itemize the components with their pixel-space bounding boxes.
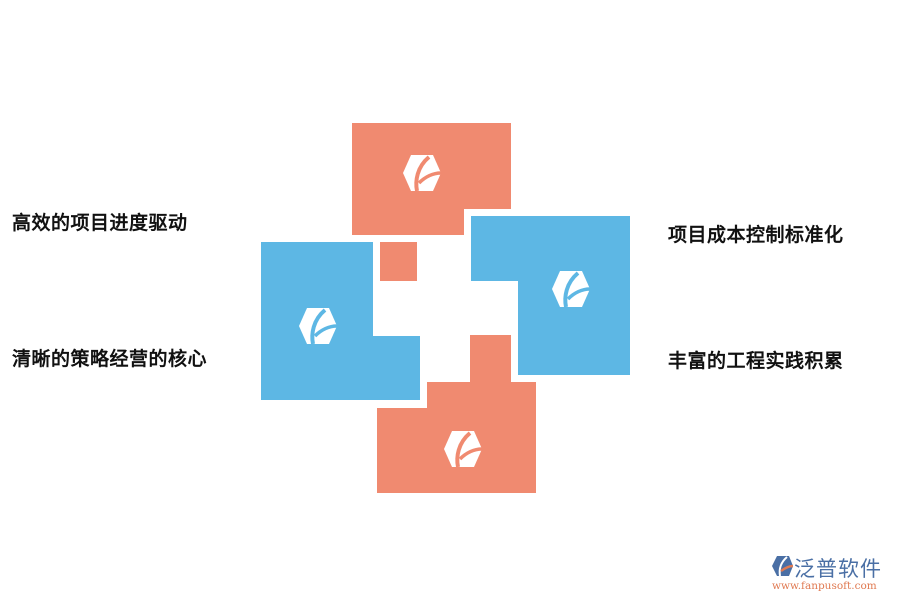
hexagon-leaf-icon — [552, 271, 591, 308]
fanpu-watermark: 泛普软件 www.fanpusoft.com — [770, 553, 895, 598]
label-top-right: 项目成本控制标准化 — [668, 224, 844, 246]
hexagon-leaf-icon — [444, 431, 483, 468]
label-bottom-right: 丰富的工程实践积累 — [668, 350, 844, 372]
hexagon-leaf-icon — [299, 308, 338, 345]
watermark-name: 泛普软件 — [794, 557, 882, 581]
small-salmon-square — [380, 242, 417, 281]
label-bottom-left: 清晰的策略经营的核心 — [12, 348, 208, 370]
salmon-stub — [470, 335, 511, 382]
fanpu-logo-icon — [772, 556, 794, 577]
watermark-url: www.fanpusoft.com — [772, 580, 877, 592]
label-top-left: 高效的项目进度驱动 — [12, 212, 188, 234]
hexagon-leaf-icon — [403, 155, 442, 192]
